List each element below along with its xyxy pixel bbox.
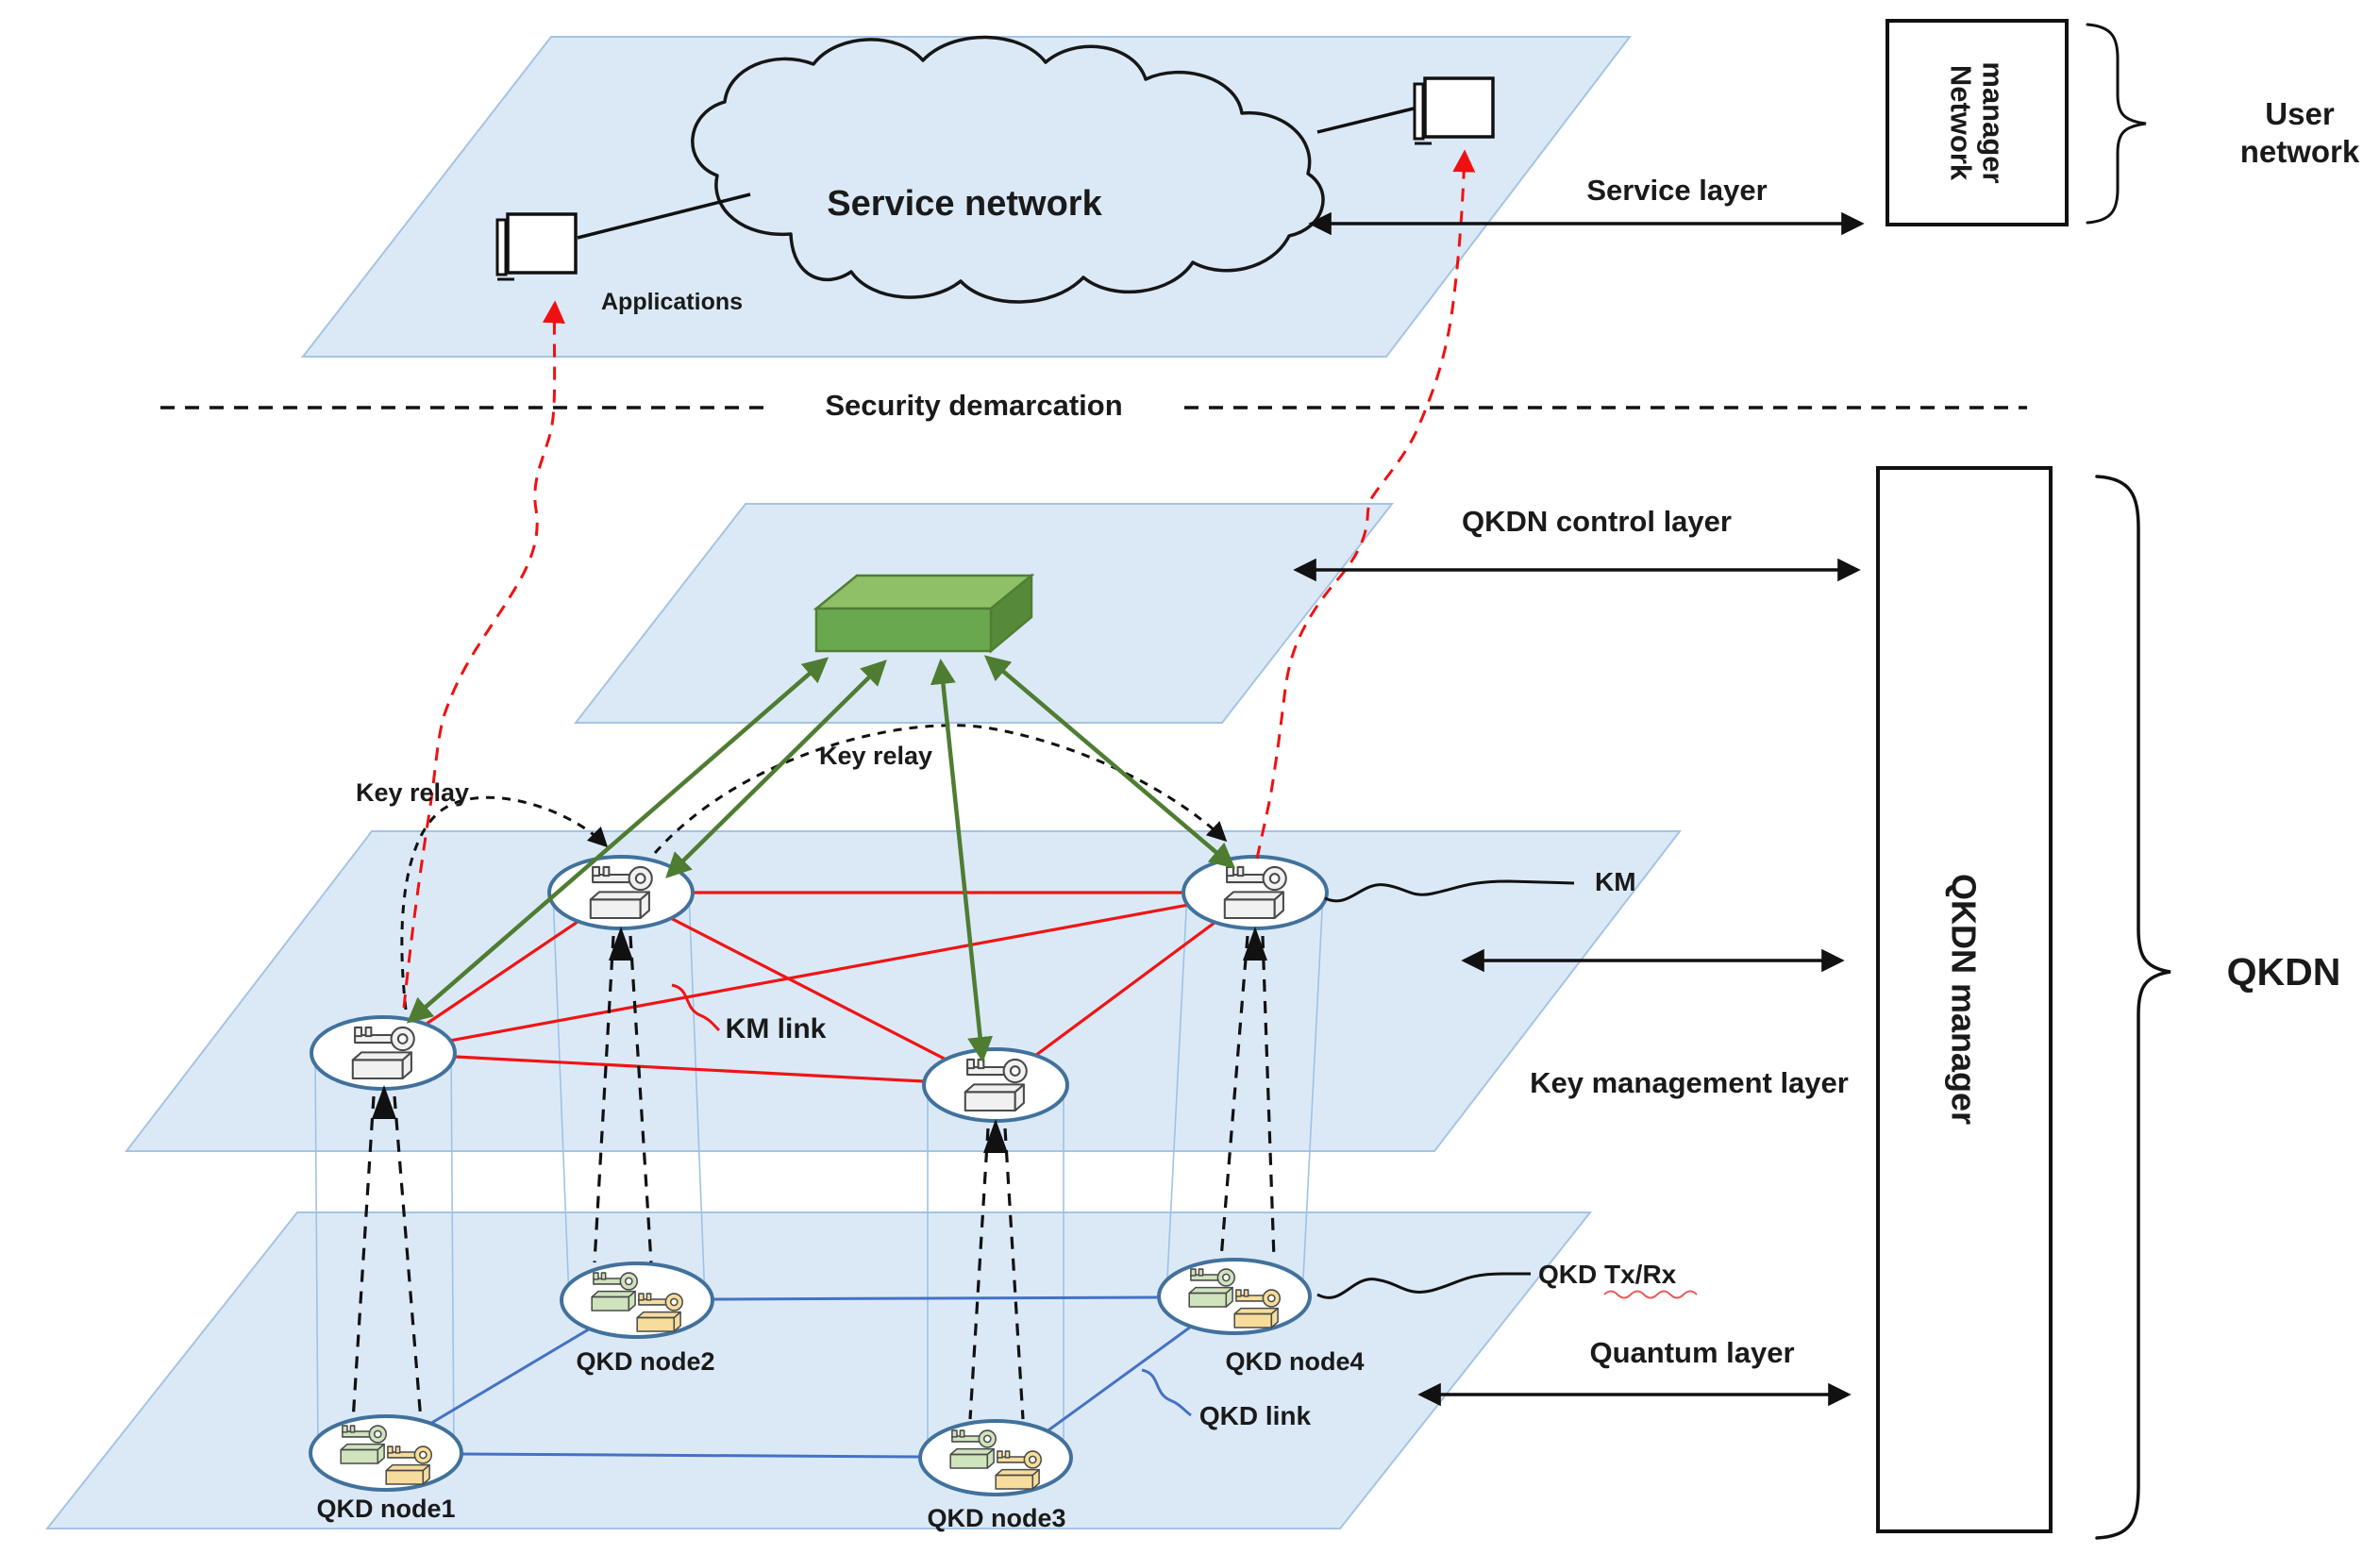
km-node-4 — [1182, 855, 1329, 930]
qkd-link-label: QKD link — [1199, 1401, 1312, 1430]
km1-to-application-curve — [402, 300, 565, 1009]
key-management-layer-label: Key management layer — [1530, 1066, 1849, 1099]
user-terminal-icon — [1413, 76, 1495, 145]
user-network-label-line2: network — [2240, 134, 2360, 169]
applications-terminal-icon — [495, 212, 578, 281]
qkdn-manager-box — [1876, 466, 2053, 1533]
km-key-icon — [589, 865, 653, 920]
qkd-tx-icon — [1188, 1268, 1235, 1308]
qkd-tx-icon — [949, 1429, 997, 1469]
qkdn-controller-box — [813, 573, 1035, 654]
km-node-3 — [922, 1047, 1069, 1123]
service-network-label: Service network — [827, 184, 1102, 224]
km-key-icon — [1223, 865, 1287, 920]
km-key-icon — [351, 1026, 415, 1080]
km-link-label: KM link — [726, 1013, 827, 1044]
qkd-rx-icon — [995, 1450, 1042, 1490]
km-node-2 — [547, 855, 695, 930]
qkd-link-callout-squiggle — [1141, 1368, 1192, 1417]
qkd-node3-label: QKD node3 — [927, 1504, 1065, 1532]
qkdn-label: QKDN — [2227, 950, 2341, 994]
security-demarcation-label: Security demarcation — [825, 389, 1122, 422]
qkd-node-4 — [1157, 1258, 1312, 1335]
qkd-tx-icon — [340, 1425, 387, 1464]
user-network-brace — [2086, 23, 2147, 225]
spellcheck-underline — [1603, 1290, 1698, 1299]
qkdn-brace — [2095, 475, 2171, 1540]
svg-text:manager: manager — [1977, 61, 2010, 183]
qkd-links — [418, 1295, 1192, 1459]
km-callout-squiggle — [1324, 879, 1575, 903]
qkd-rx-icon — [385, 1445, 432, 1485]
key-relay-right-label: Key relay — [819, 742, 932, 770]
applications-label: Applications — [601, 289, 743, 315]
user-network-label-line1: User — [2265, 96, 2335, 131]
km-node-1 — [310, 1015, 457, 1091]
qkd-tx-icon — [591, 1272, 638, 1312]
km-link-callout-squiggle — [671, 983, 721, 1032]
network-manager-label: Network manager — [1945, 61, 2010, 183]
qkd-node1-label: QKD node1 — [316, 1495, 455, 1523]
km-label: KM — [1595, 867, 1636, 896]
service-network-cloud — [691, 35, 1325, 304]
qkd-txrx-callout-squiggle — [1316, 1272, 1531, 1299]
qkd-node-2 — [560, 1262, 714, 1339]
qkd-rx-icon — [1233, 1289, 1281, 1328]
qkd-node-1 — [309, 1414, 463, 1492]
service-layer-label: Service layer — [1586, 174, 1767, 207]
key-management-layer-plane — [124, 830, 1683, 1152]
right-terminal-link-line — [1316, 106, 1418, 134]
node-prism-edges — [314, 892, 1324, 1458]
km4-to-user-curve — [1255, 149, 1476, 860]
quantum-layer-label: Quantum layer — [1589, 1336, 1794, 1369]
key-relay-left-label: Key relay — [356, 778, 469, 807]
qkd-txrx-label: QKD Tx/Rx — [1538, 1260, 1677, 1289]
qkdn-manager-label: QKDN manager — [1945, 874, 1984, 1125]
qkd-node-3 — [918, 1419, 1073, 1496]
controller-km-arrows — [406, 655, 1236, 1063]
km-key-icon — [964, 1058, 1028, 1112]
left-terminal-link-line — [577, 192, 751, 240]
svg-text:Network: Network — [1945, 65, 1978, 181]
qkd-node4-label: QKD node4 — [1225, 1347, 1364, 1376]
qkd-node2-label: QKD node2 — [576, 1347, 714, 1376]
qkd-rx-icon — [636, 1293, 683, 1332]
qkdn-control-layer-label: QKDN control layer — [1462, 505, 1732, 538]
network-manager-box — [1886, 19, 2069, 226]
